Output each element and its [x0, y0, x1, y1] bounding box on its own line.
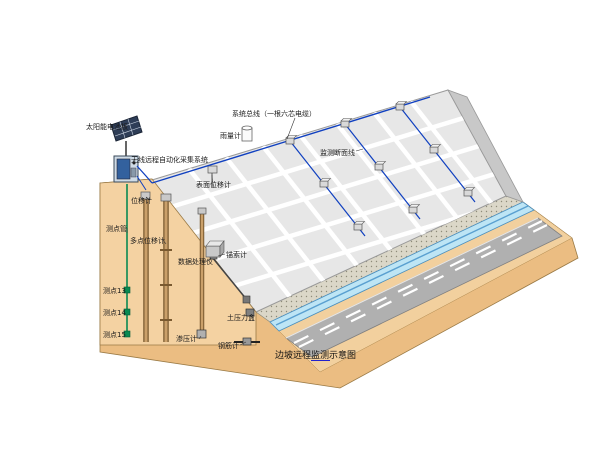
slope-sensor [374, 161, 387, 171]
slope-sensor [340, 118, 353, 128]
drainage-channel [269, 201, 535, 332]
labels: 太阳能电池板 系统总线（一根六芯电缆） 雨量计 监测断面线 无线远程自动化采集系… [86, 109, 355, 350]
caption-group: 边坡远程监测示意图 [275, 349, 356, 361]
label-solar-panel: 太阳能电池板 [86, 122, 128, 131]
cabinet-dial [132, 161, 136, 165]
label-multipoint-displacement-meter: 多点位移计 [130, 236, 165, 245]
slope-sensor [319, 178, 332, 188]
measuring-point-14-marker [123, 308, 131, 316]
channel-water-line [275, 205, 529, 326]
cross-section-face [99, 178, 257, 346]
displacement-meter-head [140, 191, 151, 200]
slope-sensor [395, 101, 408, 111]
road-edge-line [285, 217, 539, 339]
data-processor-box [205, 240, 225, 258]
cabinet-feed-cable [136, 165, 153, 184]
label-anchor-cable-meter: 锚索计 [226, 250, 247, 259]
label-surface-displacement-meter: 表面位移计 [196, 180, 231, 189]
slope-sensor [429, 144, 442, 154]
label-point-15: 测点15 [103, 331, 126, 339]
slope-sensor [408, 204, 421, 214]
leader-lines [126, 117, 364, 346]
slope-grid [172, 99, 506, 303]
cabinet-vent [130, 167, 137, 178]
road [285, 217, 563, 358]
label-point-14: 测点14 [103, 309, 126, 317]
toe-instruments [209, 252, 260, 346]
slope-sensor [285, 135, 298, 145]
label-rain-gauge: 雨量计 [220, 131, 241, 140]
label-measuring-point-tube: 测点管 [106, 224, 127, 233]
cabinet-door [116, 158, 131, 180]
label-point-13: 测点13 [103, 287, 126, 295]
measuring-point-15-marker [123, 330, 131, 338]
label-displacement-meter: 位移计 [131, 196, 152, 205]
rebar-meter-box [242, 337, 252, 346]
diagram-caption: 边坡远程监测示意图 [275, 349, 356, 361]
slope-sensor [463, 187, 476, 197]
label-data-processor: 数据处理仪 [178, 257, 213, 266]
slope-sensors [285, 101, 476, 231]
label-system-bus: 系统总线（一根六芯电缆） [232, 109, 316, 118]
slope-surface [151, 89, 524, 313]
label-wireless-acquisition-system: 无线远程自动化采集系统 [131, 155, 208, 164]
boreholes [140, 191, 207, 342]
anchor-end-plate [242, 295, 251, 304]
label-seepage-meter: 渗压计 [176, 334, 197, 343]
label-rebar-meter: 钢筋计 [218, 341, 239, 350]
slope-right-edge [447, 89, 524, 203]
anchor-cable [211, 256, 248, 301]
borehole-cable [136, 175, 147, 191]
solar-station [110, 115, 143, 183]
rain-gauge [241, 125, 253, 142]
section-cable-1 [289, 140, 366, 237]
section-cable-3 [399, 106, 476, 203]
measuring-point-tube-cable [123, 184, 131, 338]
measuring-point-13-marker [123, 286, 131, 294]
section-cable-2 [344, 123, 421, 220]
seepage-meter-box [196, 329, 207, 339]
label-monitoring-section-line: 监测断面线 [320, 148, 355, 157]
earth-pressure-cell-box [245, 308, 255, 317]
slope-sensor [353, 221, 366, 231]
multipoint-displacement-head [160, 193, 172, 202]
label-earth-pressure-cell: 土压力盒 [227, 313, 255, 322]
borehole-collar [197, 207, 207, 215]
